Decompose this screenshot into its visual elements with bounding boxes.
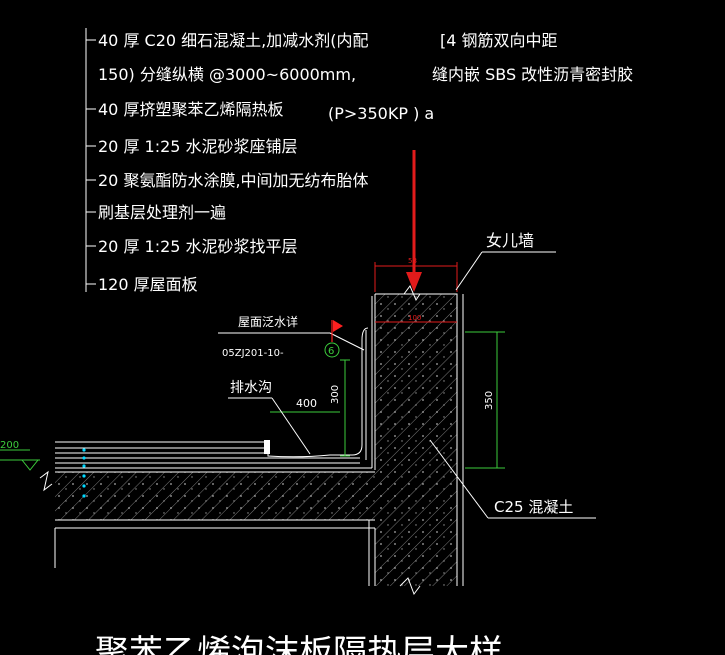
parapet-label: 女儿墙 [486,231,534,250]
concrete-label: C25 混凝土 [494,498,573,516]
drain-label: 排水沟 [230,380,272,396]
concrete-leader [429,439,596,519]
left-break-mark [39,470,53,492]
load-arrow [406,150,422,292]
note-line: 40 厚挤塑聚苯乙烯隔热板 [98,100,283,119]
parapet-leader [455,251,556,291]
drain-cap [264,440,270,454]
dim-drain-width: 400 [296,397,317,410]
note-line: 20 厚 1:25 水泥砂浆找平层 [98,237,298,256]
detail-circle [324,342,340,358]
level-marker [0,449,40,471]
flag-icon [333,320,343,332]
note-line: 20 聚氨酯防水涂膜,中间加无纺布胎体 [98,171,369,190]
note-line: 40 厚 C20 细石混凝土,加减水剂(内配 [98,31,368,50]
flashing-reference [218,320,365,358]
flashing-ref-label: 屋面泛水详 [238,314,298,329]
note-line: 120 厚屋面板 [98,275,198,294]
note-right-1: [4 钢筋双向中距 [440,31,558,50]
dim-wall-inner: 100 [408,314,421,322]
notes-list: 40 厚 C20 细石混凝土,加减水剂(内配 150) 分缝纵横 @3000~6… [98,31,633,294]
parapet-wall [368,285,464,596]
drain-leader [228,397,311,455]
dim-drain-height: 300 [330,385,341,404]
note-line: 刷基层处理剂一遍 [98,203,226,222]
atlas-code: 05ZJ201-10- [222,348,284,359]
roof-layers [55,296,373,469]
left-dim-label: 200 [0,440,19,451]
detail-number: 6 [328,346,334,357]
drawing-title: 聚苯乙烯泡沫板隔热层大样 [95,633,503,655]
note-right-2: 缝内嵌 SBS 改性沥青密封胶 [432,65,633,84]
notes-leader [85,28,96,292]
note-pressure: (P>350KP ) a [328,104,434,123]
note-line: 150) 分缝纵横 @3000~6000mm, [98,65,356,84]
cyan-marks [82,448,86,498]
dim-wall-height: 350 [484,391,495,410]
dim-wall-width: 58 [408,257,417,265]
wall-width-dims [374,262,458,323]
note-line: 20 厚 1:25 水泥砂浆座铺层 [98,137,298,156]
roof-slab [54,471,375,568]
